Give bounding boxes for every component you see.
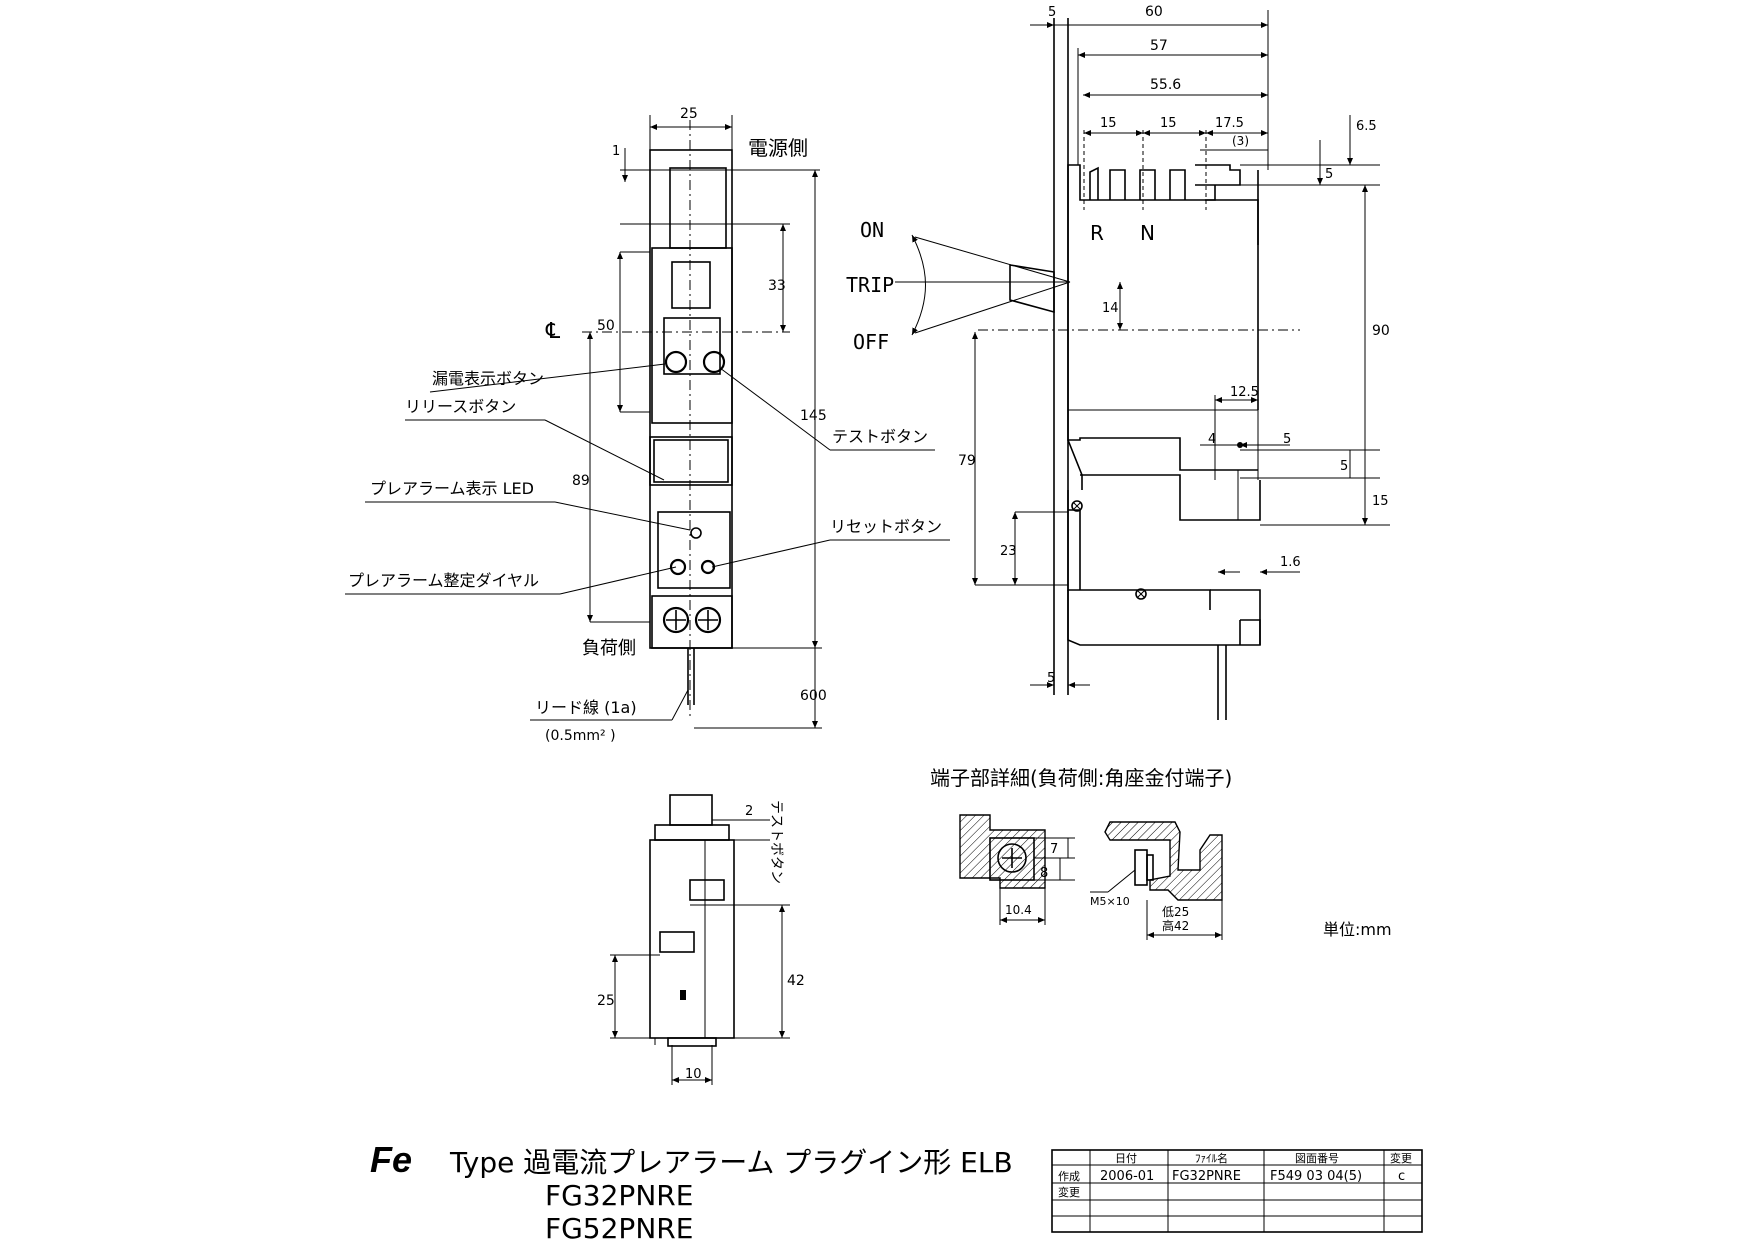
test-button xyxy=(702,350,726,374)
handle-on-label: ON xyxy=(860,218,884,242)
dim-side-5-bottom: 5 xyxy=(1047,671,1055,686)
rev-row-created-date: 2006-01 xyxy=(1100,1169,1154,1184)
callout-release: リリースボタン xyxy=(405,397,516,416)
callout-leak-indicator: 漏電表示ボタン xyxy=(432,369,544,388)
callout-test: テストボタン xyxy=(832,427,928,446)
terminal-r-label: R xyxy=(1090,221,1104,245)
dim-low-25: 低25 xyxy=(1162,905,1189,919)
dim-12-5: 12.5 xyxy=(1230,385,1259,400)
source-side-label: 電源側 xyxy=(748,136,808,160)
revision-table: 日付 ﾌｧｲﾙ名 図面番号 変更 作成 2006-01 FG32PNRE F54… xyxy=(1051,1149,1423,1233)
dim-5-term: 5 xyxy=(1325,167,1333,182)
dim-side-5-top: 5 xyxy=(1048,5,1056,20)
rev-row-created-drawing-no: F549 03 04(5) xyxy=(1270,1169,1362,1184)
rev-header-change: 変更 xyxy=(1390,1151,1412,1165)
prealarm-dial xyxy=(669,558,687,576)
dim-50: 50 xyxy=(597,318,615,334)
title-block: Fe Type 過電流プレアラーム プラグイン形 ELB FG32PNRE FG… xyxy=(370,1139,1013,1240)
dim-42: 42 xyxy=(787,973,805,989)
dim-detail-10-4: 10.4 xyxy=(1005,903,1032,917)
callout-prealarm-led: プレアラーム表示 LED xyxy=(370,479,534,498)
dim-33: 33 xyxy=(768,278,786,294)
bottom-test-button-label: テストボタン xyxy=(768,800,784,884)
rev-row-created-file: FG32PNRE xyxy=(1172,1169,1241,1184)
dim-15-low: 15 xyxy=(1372,494,1389,509)
dim-width: 25 xyxy=(680,106,698,122)
leak-indicator-button xyxy=(664,350,688,374)
dim-89: 89 xyxy=(572,473,590,489)
dim-5-low: 5 xyxy=(1340,459,1348,474)
dim-10: 10 xyxy=(685,1067,702,1082)
rev-header-drawing-no: 図面番号 xyxy=(1295,1152,1339,1165)
dim-4: 4 xyxy=(1208,432,1216,447)
dim-3: (3) xyxy=(1232,134,1249,148)
rev-row-created-change: c xyxy=(1398,1169,1405,1184)
dim-15-a: 15 xyxy=(1100,116,1117,131)
screw-spec: M5×10 xyxy=(1090,895,1130,908)
callout-lead-wire: リード線 (1a) xyxy=(535,698,637,717)
rev-row-created-label: 作成 xyxy=(1058,1170,1080,1183)
dim-57: 57 xyxy=(1150,38,1168,54)
prealarm-led xyxy=(690,527,702,539)
dim-5-mid: 5 xyxy=(1283,432,1291,447)
dim-top-gap: 1 xyxy=(612,144,620,159)
dim-bottom-2: 2 xyxy=(745,804,753,819)
handle-trip-label: TRIP xyxy=(846,273,894,297)
dim-79: 79 xyxy=(958,453,976,469)
terminal-n-label: N xyxy=(1140,221,1155,245)
dim-17-5: 17.5 xyxy=(1215,116,1244,131)
rev-row-changed-label: 変更 xyxy=(1058,1185,1080,1199)
dim-23: 23 xyxy=(1000,544,1017,559)
front-body-outline xyxy=(649,149,733,649)
dim-90: 90 xyxy=(1372,323,1390,339)
dim-25: 25 xyxy=(597,993,615,1009)
centerline-symbol: ℄ xyxy=(545,319,561,344)
dim-15-b: 15 xyxy=(1160,116,1177,131)
terminal-detail: 端子部詳細(負荷側:角座金付端子) 7 8 10.4 M5×10 低25 高42 xyxy=(930,766,1232,940)
callout-prealarm-dial: プレアラーム整定ダイヤル xyxy=(348,571,539,590)
dim-60: 60 xyxy=(1145,4,1163,20)
dim-55-6: 55.6 xyxy=(1150,77,1181,93)
fe-logo: Fe xyxy=(370,1139,412,1180)
rev-header-date: 日付 xyxy=(1115,1152,1137,1165)
model-fg52pnre: FG52PNRE xyxy=(545,1212,693,1240)
dim-high-42: 高42 xyxy=(1162,918,1189,933)
unit-label: 単位:mm xyxy=(1323,920,1392,939)
callout-lead-wire-size: (0.5mm² ) xyxy=(545,728,616,744)
rev-header-file: ﾌｧｲﾙ名 xyxy=(1195,1151,1228,1165)
dim-detail-8: 8 xyxy=(1040,866,1048,881)
dim-145: 145 xyxy=(800,408,827,424)
handle-off-label: OFF xyxy=(853,330,889,354)
dim-detail-7: 7 xyxy=(1050,842,1058,857)
callout-reset: リセットボタン xyxy=(830,517,942,536)
dim-14: 14 xyxy=(1102,301,1119,316)
dim-6-5: 6.5 xyxy=(1356,119,1377,134)
dim-1-6: 1.6 xyxy=(1280,555,1301,570)
terminal-detail-title: 端子部詳細(負荷側:角座金付端子) xyxy=(930,766,1232,790)
front-view: 25 1 電源側 33 50 ℄ 145 89 600 漏電表示ボタン リリース… xyxy=(345,106,950,744)
bottom-view: 2 42 25 10 テストボタン xyxy=(597,794,805,1085)
type-line: Type 過電流プレアラーム プラグイン形 ELB xyxy=(449,1146,1013,1179)
handle xyxy=(1009,264,1055,314)
load-side-label: 負荷側 xyxy=(582,638,636,659)
dim-600: 600 xyxy=(800,688,827,704)
side-view: 5 60 57 55.6 15 15 17.5 (3) 6.5 5 90 14 … xyxy=(846,4,1390,720)
model-fg32pnre: FG32PNRE xyxy=(545,1179,693,1212)
